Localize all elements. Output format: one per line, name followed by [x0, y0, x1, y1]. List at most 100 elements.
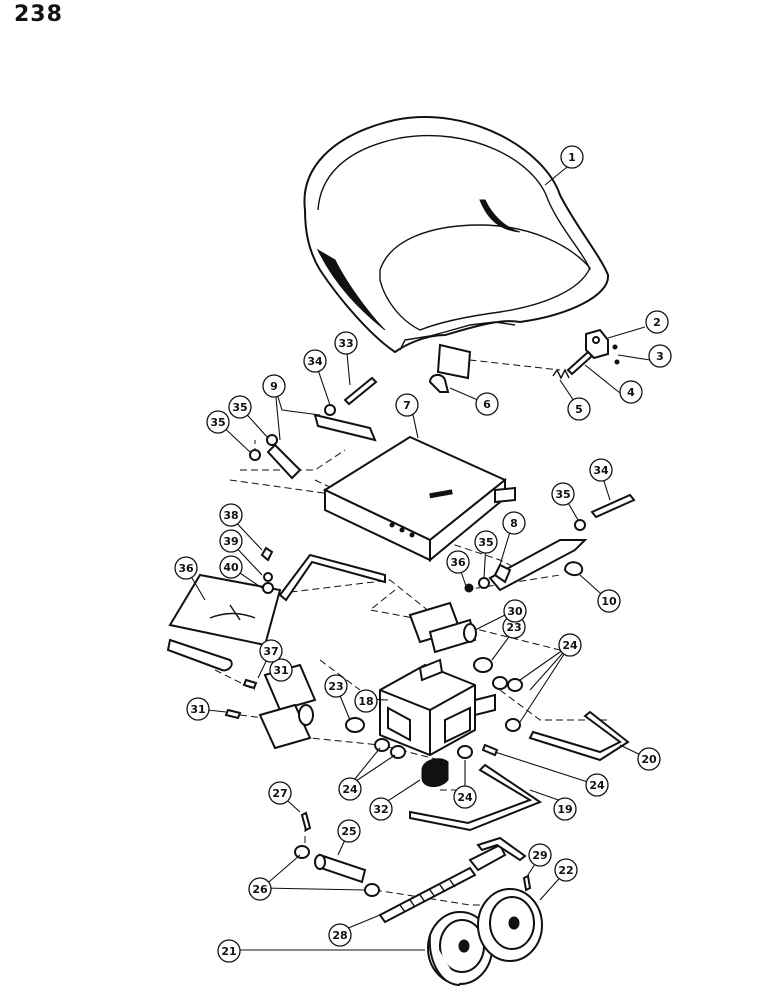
callout-circle [369, 797, 393, 821]
callout-circle [475, 392, 499, 416]
sleeve-washers [294, 845, 380, 897]
callout-circle [474, 530, 498, 554]
seat-support-frame [379, 658, 496, 757]
callout-number: 29 [532, 849, 547, 862]
callout-32: 32 [369, 797, 393, 821]
callout-number: 4 [627, 386, 635, 399]
callout-29: 29 [528, 843, 552, 867]
callout-number: 19 [557, 803, 572, 816]
callout-number: 23 [506, 621, 521, 634]
callout-number: 35 [478, 536, 493, 549]
callout-20: 20 [637, 747, 661, 771]
callout-number: 24 [457, 791, 473, 804]
page-number: 238 [14, 2, 63, 27]
callout-36: 36 [174, 556, 198, 580]
callout-3: 3 [648, 344, 672, 368]
seat-mounting-plate [322, 435, 516, 563]
callout-19: 19 [553, 797, 577, 821]
callout-1: 1 [560, 145, 584, 169]
seat-link-bars [266, 413, 377, 480]
callout-number: 18 [358, 695, 373, 708]
callout-number: 35 [210, 416, 225, 429]
callout-circle [453, 785, 477, 809]
callout-24: 24 [338, 777, 362, 801]
callout-circle [597, 589, 621, 613]
callout-number: 6 [483, 398, 491, 411]
callout-number: 35 [232, 401, 247, 414]
pivot-pin [481, 743, 499, 757]
callout-30: 30 [503, 599, 527, 623]
callout-labels: 1234567891018192021222323242424242526272… [174, 145, 672, 963]
callout-25: 25 [337, 819, 361, 843]
callout-number: 7 [403, 399, 411, 412]
callout-circle [558, 633, 582, 657]
callout-circle [619, 380, 643, 404]
callout-8: 8 [502, 511, 526, 535]
callout-34: 34 [303, 349, 327, 373]
callout-circle [637, 747, 661, 771]
callout-circle [645, 310, 669, 334]
callout-23: 23 [324, 674, 348, 698]
callout-number: 35 [555, 488, 570, 501]
callout-circle [269, 658, 293, 682]
callout-24: 24 [585, 773, 609, 797]
callout-circle [219, 555, 243, 579]
callout-number: 37 [263, 645, 278, 658]
callout-circle [303, 349, 327, 373]
callout-circle [648, 344, 672, 368]
callout-circle [268, 781, 292, 805]
callout-35: 35 [474, 530, 498, 554]
callout-number: 34 [307, 355, 323, 368]
callout-21: 21 [217, 939, 241, 963]
callout-40: 40 [219, 555, 243, 579]
callout-circle [553, 797, 577, 821]
seat-clip [428, 374, 450, 393]
callout-circle [528, 843, 552, 867]
callout-number: 31 [190, 703, 205, 716]
callout-circle [589, 458, 613, 482]
hinge-spring [552, 368, 570, 380]
roll-pins [224, 678, 258, 720]
callout-27: 27 [268, 781, 292, 805]
link-bolt-upper [343, 376, 378, 406]
bushing-pair-upper [408, 601, 477, 654]
link-bolt-right [590, 493, 636, 519]
callout-number: 20 [641, 753, 657, 766]
callout-7: 7 [395, 393, 419, 417]
seat-pan [303, 116, 610, 380]
screw-pin [522, 874, 532, 892]
callout-10: 10 [597, 589, 621, 613]
callout-number: 3 [656, 350, 664, 363]
callout-number: 28 [332, 929, 347, 942]
callout-number: 30 [507, 605, 523, 618]
callout-31: 31 [186, 697, 210, 721]
callout-number: 36 [450, 556, 466, 569]
callout-number: 10 [601, 595, 617, 608]
callout-circle [567, 397, 591, 421]
callout-circle [334, 331, 358, 355]
callout-circle [324, 674, 348, 698]
callout-circle [503, 599, 527, 623]
callout-circle [219, 529, 243, 553]
callout-number: 24 [589, 779, 605, 792]
callout-number: 26 [252, 883, 268, 896]
callout-28: 28 [328, 923, 352, 947]
callout-35: 35 [228, 395, 252, 419]
spring-arm-upper [528, 710, 630, 762]
callout-31: 31 [269, 658, 293, 682]
callout-circle [186, 697, 210, 721]
callout-18: 18 [354, 689, 378, 713]
callout-circle [560, 145, 584, 169]
callout-circle [554, 858, 578, 882]
callout-circle [206, 410, 230, 434]
spring-arm-lower [409, 763, 543, 832]
callout-circle [354, 689, 378, 713]
callout-number: 25 [341, 825, 356, 838]
spring-cup-rear [477, 888, 543, 962]
callout-circle [337, 819, 361, 843]
callout-number: 1 [568, 151, 576, 164]
shock-sleeve [314, 853, 367, 884]
assembly-guide-lines [214, 344, 610, 906]
callout-4: 4 [619, 380, 643, 404]
